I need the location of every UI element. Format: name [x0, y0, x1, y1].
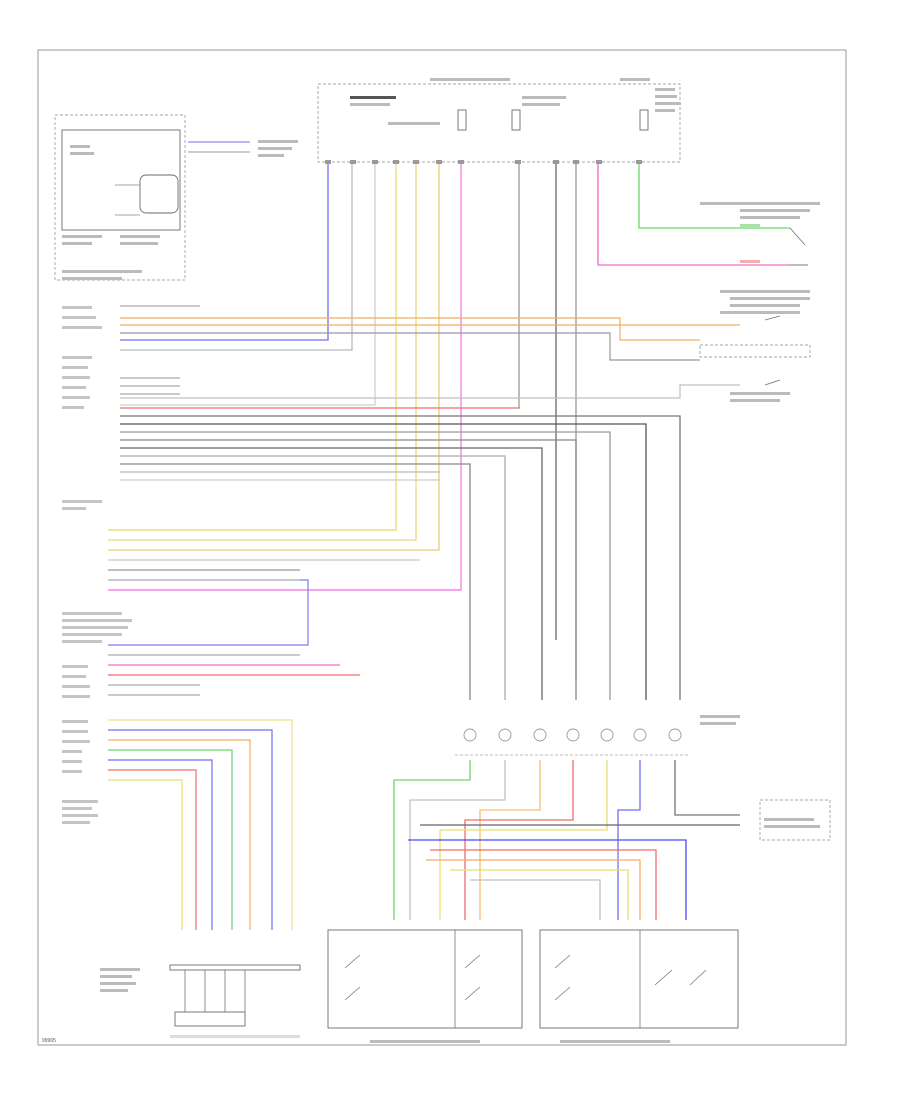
wire-gray-1 — [120, 164, 353, 351]
wire-gray-h2 — [120, 332, 700, 361]
top-module-group — [317, 78, 681, 164]
figure-id: 99965 — [42, 1038, 56, 1044]
steering-module-wires — [108, 529, 461, 696]
right-dash-box — [759, 799, 831, 841]
left-label-blocks — [62, 306, 132, 824]
lower-switch-wires — [393, 760, 740, 920]
right-steering-switch-module — [327, 929, 523, 1043]
wire-lgray-h6 — [120, 384, 740, 399]
wire-yellow-2 — [108, 164, 417, 541]
steering-control-unit — [100, 964, 301, 1038]
transmission-control-module-group — [54, 114, 186, 281]
horizontal-wires-left — [120, 305, 740, 409]
wire-blue-main — [120, 164, 329, 341]
right-switch-group-2 — [699, 290, 811, 402]
top-connector-pins — [325, 160, 642, 164]
wire-bundle-horizontal — [120, 415, 681, 700]
diagram-frame — [37, 49, 847, 1046]
wire-pink-1 — [108, 164, 462, 591]
clock-spring-connectors — [455, 728, 690, 756]
wire-orange-1 — [108, 164, 440, 551]
lower-left-verticals — [108, 719, 293, 930]
wire-orange-h1 — [120, 317, 700, 341]
left-steering-switch-module — [539, 929, 739, 1043]
wire-yellow-1 — [108, 164, 397, 531]
right-switch-group-1 — [700, 202, 820, 266]
wire-green-1 — [638, 164, 790, 229]
wire-lightgray-2 — [120, 164, 376, 406]
wire-pink-2 — [597, 164, 790, 266]
vertical-wires — [108, 164, 790, 680]
